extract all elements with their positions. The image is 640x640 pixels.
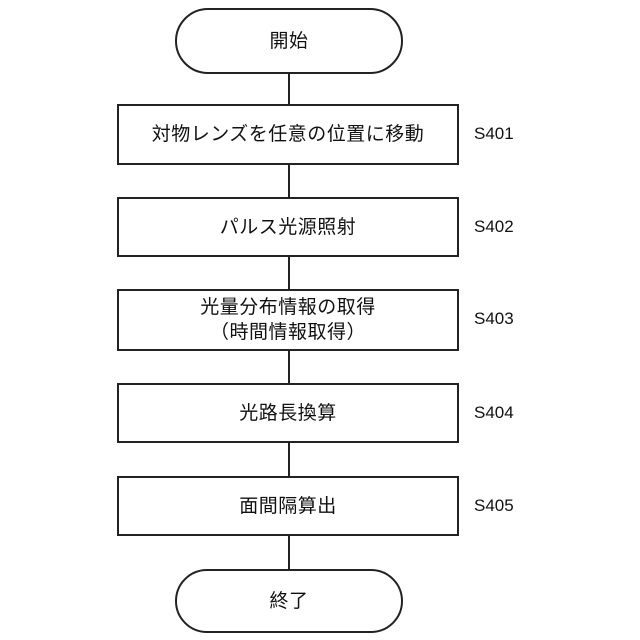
process-box-s401: 対物レンズを任意の位置に移動 [117, 104, 459, 165]
process-text-s401: 対物レンズを任意の位置に移動 [152, 122, 425, 147]
process-text-s403-line2: （時間情報取得） [210, 320, 366, 345]
process-box-s405: 面間隔算出 [117, 476, 459, 536]
start-terminal: 開始 [175, 8, 403, 74]
step-label-s402: S402 [474, 217, 514, 237]
end-terminal: 終了 [175, 569, 403, 633]
step-label-s404: S404 [474, 403, 514, 423]
process-box-s404: 光路長換算 [117, 383, 459, 443]
process-text-s402: パルス光源照射 [220, 215, 357, 240]
step-label-s405: S405 [474, 496, 514, 516]
end-label: 終了 [269, 589, 308, 614]
process-text-s405: 面間隔算出 [239, 494, 337, 519]
step-label-s401: S401 [474, 124, 514, 144]
step-label-s403: S403 [474, 309, 514, 329]
process-box-s403: 光量分布情報の取得 （時間情報取得） [117, 289, 459, 351]
start-label: 開始 [269, 29, 308, 54]
process-box-s402: パルス光源照射 [117, 197, 459, 257]
process-text-s404: 光路長換算 [239, 401, 337, 426]
process-text-s403-line1: 光量分布情報の取得 [200, 295, 376, 320]
